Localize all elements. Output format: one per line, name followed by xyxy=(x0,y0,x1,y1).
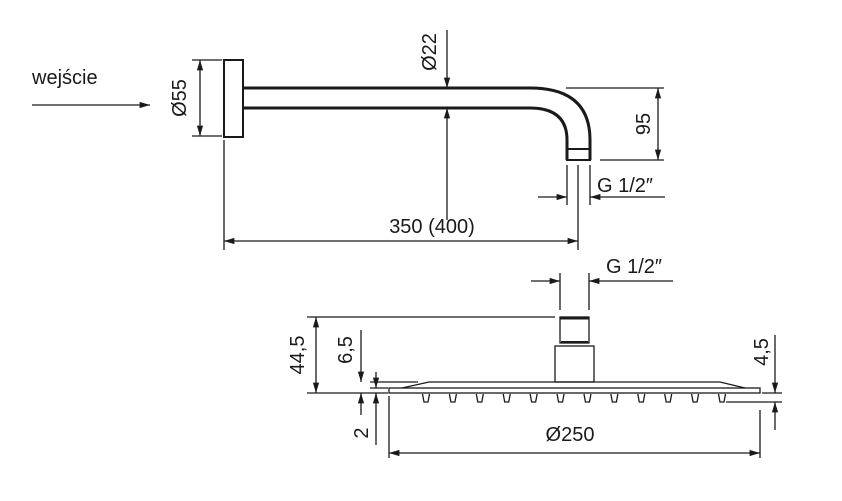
edge-thickness-label: 2 xyxy=(351,427,373,438)
head-plate-top xyxy=(401,381,746,389)
head-connector-body xyxy=(554,345,595,383)
nozzle xyxy=(610,393,619,403)
nozzle xyxy=(717,393,727,403)
flange-diameter-label: Ø55 xyxy=(169,79,191,117)
nozzle xyxy=(448,393,458,403)
head-thread-fitting xyxy=(559,316,590,344)
pipe-diameter-label: Ø22 xyxy=(419,33,441,71)
total-height-label: 44,5 xyxy=(287,336,309,375)
pipe-inner-edge xyxy=(244,106,569,160)
shower-head-drawing: G 1/2″ 44,5 6,5 2 4,5 xyxy=(287,256,782,458)
nozzle xyxy=(664,393,673,403)
head-diameter-label: Ø250 xyxy=(546,424,595,446)
plate-height-label: 6,5 xyxy=(335,336,357,364)
nozzle xyxy=(475,393,484,403)
nozzle xyxy=(690,393,700,403)
nozzle xyxy=(556,393,565,403)
head-plate xyxy=(388,387,761,394)
arm-thread-nut xyxy=(566,148,591,161)
nozzle-row xyxy=(421,393,727,403)
drop-height-label: 95 xyxy=(633,113,655,135)
inlet-label: wejście xyxy=(31,67,98,89)
nozzle xyxy=(502,393,511,403)
arm-thread-label: G 1/2″ xyxy=(597,175,653,197)
wall-flange xyxy=(223,59,244,138)
shower-arm-drawing: wejście Ø55 Ø22 95 G 1/2″ 350 (400 xyxy=(31,30,665,250)
nozzle xyxy=(583,393,592,403)
head-thread-label: G 1/2″ xyxy=(606,256,662,278)
arm-length-label: 350 (400) xyxy=(389,216,475,238)
nozzle-height-label: 4,5 xyxy=(751,338,773,366)
nozzle xyxy=(637,393,646,403)
nozzle xyxy=(421,393,431,403)
nozzle xyxy=(529,393,538,403)
pipe-outer-edge xyxy=(244,86,592,160)
